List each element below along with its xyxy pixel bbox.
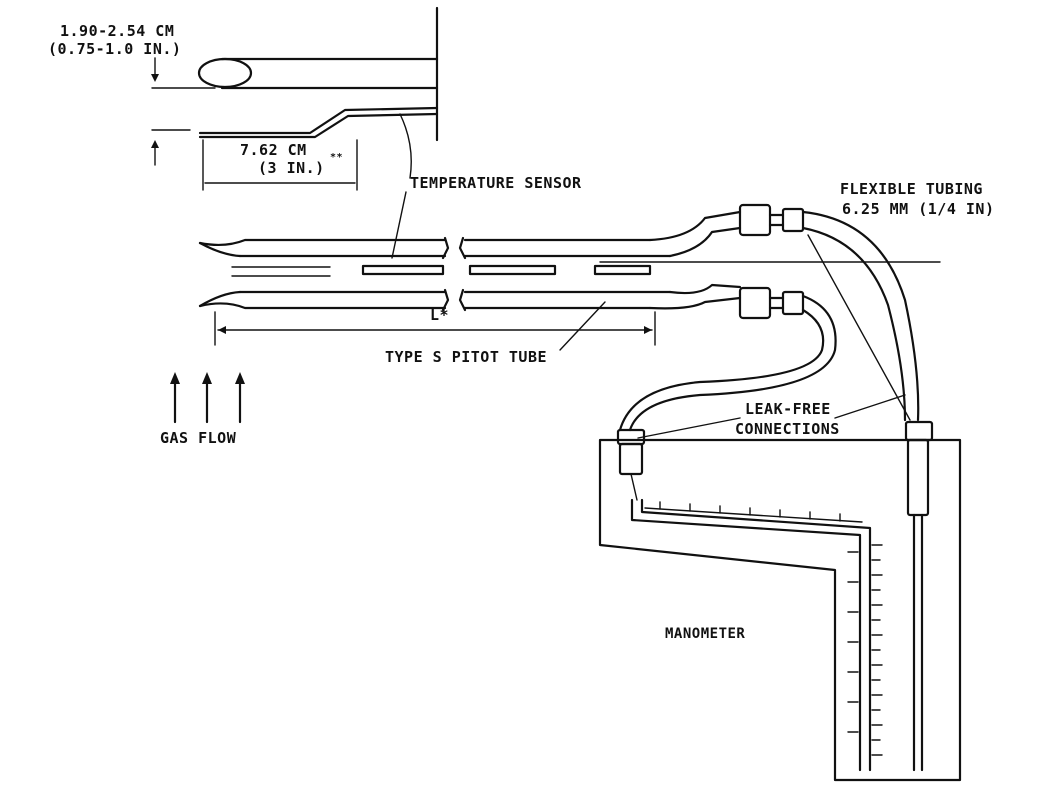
leak-free-leaders — [637, 394, 906, 439]
dimension-diameter-imperial-label: (0.75-1.0 IN.) — [48, 40, 181, 58]
dimension-length-metric-label: 7.62 CM — [240, 141, 307, 159]
flexible-tubing — [618, 210, 920, 432]
flexible-tubing-label: FLEXIBLE TUBING — [840, 180, 983, 198]
connections-label: CONNECTIONS — [735, 420, 840, 438]
dimension-diameter-metric-label: 1.90-2.54 CM — [60, 22, 174, 40]
flexible-tubing-size-label: 6.25 MM (1/4 IN) — [842, 200, 995, 218]
manometer — [598, 420, 962, 782]
lower-fitting — [738, 286, 805, 320]
dimension-length-imperial-label: (3 IN.) — [258, 159, 325, 177]
length-marker-label: L* — [430, 306, 449, 324]
pitot-tube — [198, 191, 941, 312]
pitot-tube-label: TYPE S PITOT TUBE — [385, 348, 547, 366]
leak-free-label: LEAK-FREE — [745, 400, 831, 418]
upper-fitting — [738, 203, 805, 237]
dimension-length-note: ** — [330, 152, 343, 163]
gas-flow-arrows — [170, 372, 245, 424]
length-dimension — [214, 301, 656, 351]
manometer-label: MANOMETER — [665, 626, 745, 642]
temperature-sensor-label: TEMPERATURE SENSOR — [410, 174, 582, 192]
probe-detail — [151, 6, 439, 191]
gas-flow-label: GAS FLOW — [160, 429, 237, 447]
manometer-scale — [659, 501, 883, 756]
